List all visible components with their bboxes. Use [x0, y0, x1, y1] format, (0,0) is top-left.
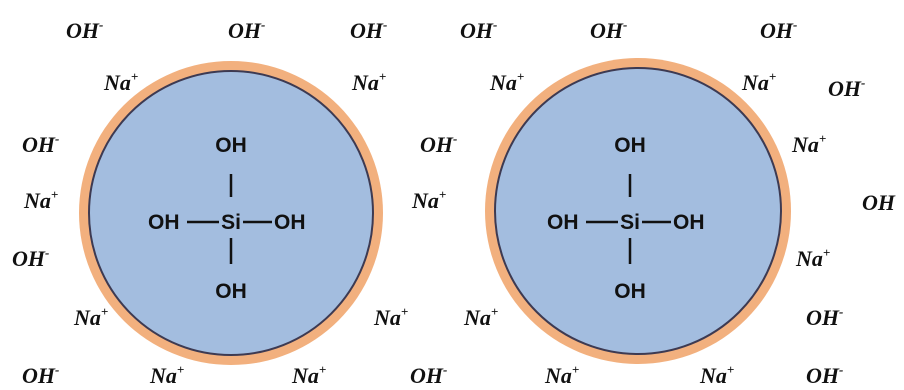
- sodium-ion: Na+: [73, 304, 108, 330]
- particle-1-left-oh: OH: [148, 211, 180, 234]
- particle-2-si: Si: [620, 211, 640, 234]
- sodium-ion: Na+: [351, 69, 386, 95]
- sodium-ion: Na+: [699, 362, 734, 388]
- particle-1-core: [88, 70, 374, 356]
- hydroxide-ion: OH-: [806, 304, 843, 330]
- hydroxide-ion: OH-: [228, 17, 265, 43]
- particle-1: OH OH Si OH OH: [79, 61, 383, 365]
- sodium-ions: Na+ Na+ Na+ Na+ Na+ Na+ Na+ Na+ Na+ Na+ …: [23, 69, 830, 388]
- hydroxide-ions: OH- OH- OH- OH- OH- OH- OH- OH- OH- OH O…: [12, 17, 896, 388]
- particle-2-top-oh: OH: [614, 134, 646, 157]
- hydroxide-ion: OH-: [590, 17, 627, 43]
- sodium-ion: Na+: [291, 362, 326, 388]
- hydroxide-ion: OH: [862, 190, 896, 215]
- sodium-ion: Na+: [791, 131, 826, 157]
- sodium-ion: Na+: [103, 69, 138, 95]
- hydroxide-ion: OH-: [66, 17, 103, 43]
- particle-2-left-oh: OH: [547, 211, 579, 234]
- sodium-ion: Na+: [411, 187, 446, 213]
- sodium-ion: Na+: [741, 69, 776, 95]
- sodium-ion: Na+: [463, 304, 498, 330]
- particle-1-bottom-oh: OH: [215, 280, 247, 303]
- sodium-ion: Na+: [489, 69, 524, 95]
- hydroxide-ion: OH-: [828, 75, 865, 101]
- hydroxide-ion: OH-: [806, 362, 843, 388]
- hydroxide-ion: OH-: [410, 362, 447, 388]
- particle-1-si: Si: [221, 211, 241, 234]
- hydroxide-ion: OH-: [420, 131, 457, 157]
- particle-2-right-oh: OH: [673, 211, 705, 234]
- hydroxide-ion: OH-: [12, 245, 49, 271]
- sodium-ion: Na+: [373, 304, 408, 330]
- sodium-ion: Na+: [149, 362, 184, 388]
- hydroxide-ion: OH-: [350, 17, 387, 43]
- hydroxide-ion: OH-: [760, 17, 797, 43]
- hydroxide-ion: OH-: [460, 17, 497, 43]
- sodium-ion: Na+: [23, 187, 58, 213]
- sodium-ion: Na+: [544, 362, 579, 388]
- hydroxide-ion: OH-: [22, 362, 59, 388]
- particle-2: OH OH Si OH OH: [485, 58, 791, 364]
- sodium-ion: Na+: [795, 245, 830, 271]
- particle-1-top-oh: OH: [215, 134, 247, 157]
- particle-1-right-oh: OH: [274, 211, 306, 234]
- particle-2-bottom-oh: OH: [614, 280, 646, 303]
- particle-2-core: [494, 67, 782, 355]
- hydroxide-ion: OH-: [22, 131, 59, 157]
